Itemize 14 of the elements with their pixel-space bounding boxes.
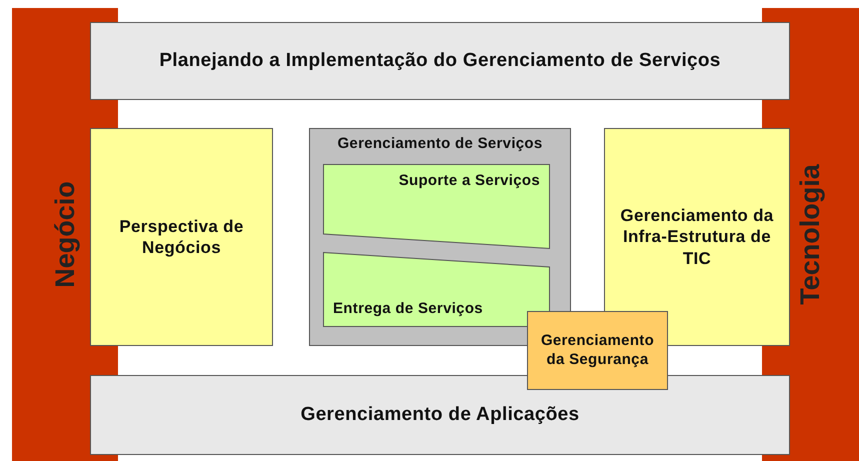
side-label: Tecnologia: [795, 164, 826, 305]
overlay-box: [527, 311, 668, 390]
band-box: [90, 22, 790, 100]
area-box: [90, 128, 273, 346]
side-label: Negócio: [50, 181, 80, 288]
box-title: Perspectiva de Negócios: [118, 216, 245, 258]
box-title: Planejando a Implementação do Gerenciamento de Serviços: [159, 49, 721, 73]
box-title: Gerenciamento da Segurança: [540, 332, 656, 370]
box-title: Gerenciamento da Infra-Estrutura de TIC: [619, 205, 775, 269]
band-box: [90, 375, 790, 455]
box-title: Suporte a Serviços: [398, 172, 540, 191]
box-title: Gerenciamento de Serviços: [337, 135, 543, 154]
box-title: Entrega de Serviços: [333, 300, 483, 319]
box-title: Gerenciamento de Aplicações: [300, 403, 580, 427]
